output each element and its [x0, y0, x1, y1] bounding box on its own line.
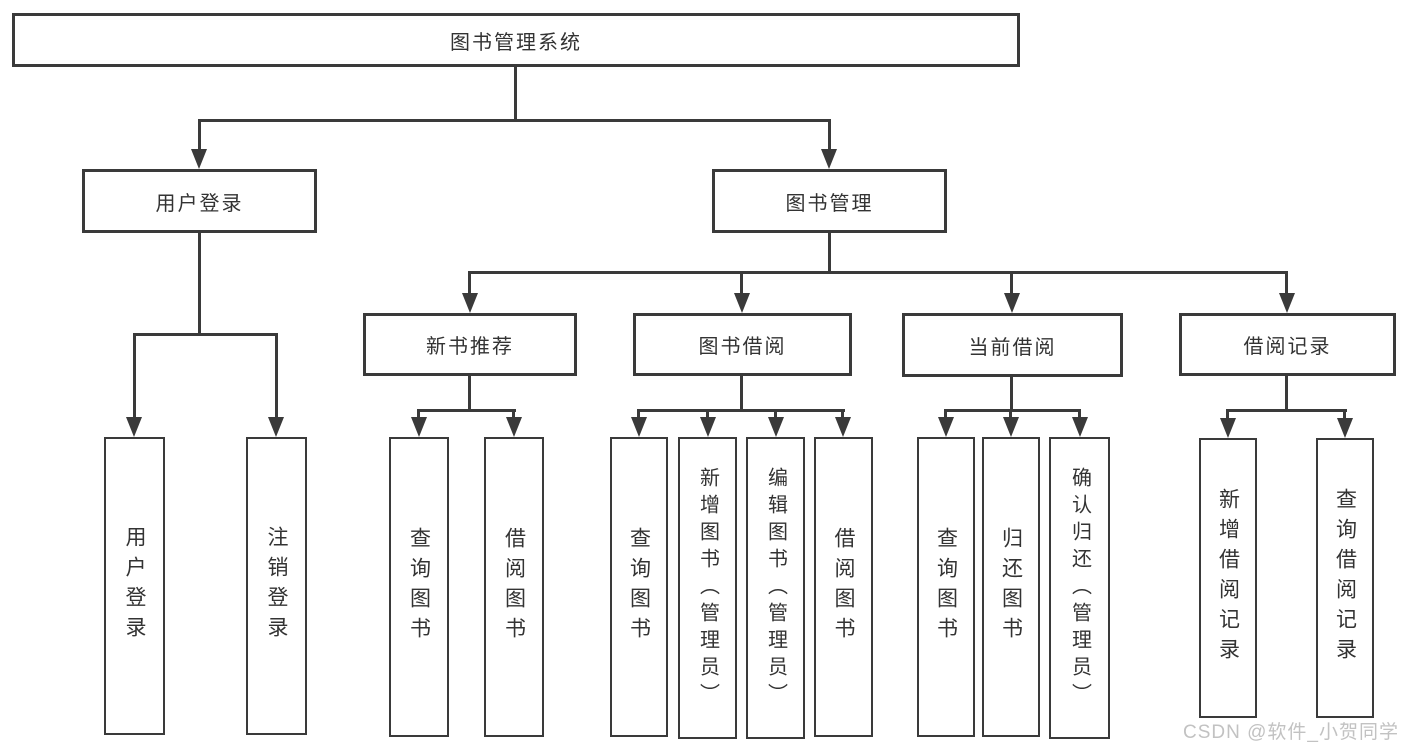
- leaf-query-borrow-record: 查询借阅记录: [1316, 438, 1374, 718]
- connector-stem-book-management: [828, 119, 831, 150]
- arrow-down-icon: [821, 149, 837, 169]
- node-book-borrowing: 图书借阅: [633, 313, 852, 376]
- leaf-confirm-return-admin: 确认归还（管理员）: [1049, 437, 1110, 739]
- arrow-down-icon: [734, 293, 750, 313]
- leaf-return-books: 归还图书: [982, 437, 1040, 737]
- connector-stem-leaf: [1078, 409, 1081, 418]
- arrow-down-icon: [126, 417, 142, 437]
- connector-book-management-stem: [828, 233, 831, 272]
- leaf-query-books: 查询图书: [917, 437, 975, 737]
- connector-borrow-records-branch: [1226, 409, 1347, 412]
- node-current-borrowing: 当前借阅: [902, 313, 1123, 377]
- arrow-down-icon: [768, 417, 784, 437]
- arrow-down-icon: [938, 417, 954, 437]
- node-new-book-recommend: 新书推荐: [363, 313, 577, 376]
- node-borrowing-records: 借阅记录: [1179, 313, 1396, 376]
- arrow-down-icon: [268, 417, 284, 437]
- leaf-query-books: 查询图书: [389, 437, 449, 737]
- connector-stem-book-borrow: [740, 271, 743, 294]
- connector-new-book-branch: [417, 409, 516, 412]
- arrow-down-icon: [700, 417, 716, 437]
- connector-user-login-branch: [133, 333, 278, 336]
- leaf-edit-books-admin: 编辑图书（管理员）: [746, 437, 805, 739]
- connector-stem-user-login: [198, 119, 201, 150]
- connector-stem-borrow-records: [1285, 271, 1288, 294]
- connector-book-borrow-stem: [740, 376, 743, 410]
- arrow-down-icon: [191, 149, 207, 169]
- arrow-down-icon: [462, 293, 478, 313]
- arrow-down-icon: [506, 417, 522, 437]
- connector-stem-leaf: [841, 409, 844, 418]
- connector-new-book-stem: [468, 376, 471, 410]
- connector-stem-leaf: [706, 409, 709, 418]
- leaf-add-books-admin: 新增图书（管理员）: [678, 437, 737, 739]
- connector-current-borrow-branch: [944, 409, 1081, 412]
- leaf-borrow-books: 借阅图书: [814, 437, 873, 737]
- connector-stem-leaf: [637, 409, 640, 418]
- connector-stem-leaf: [774, 409, 777, 418]
- leaf-query-books: 查询图书: [610, 437, 668, 737]
- arrow-down-icon: [411, 417, 427, 437]
- arrow-down-icon: [1004, 293, 1020, 313]
- connector-stem-logout-leaf: [275, 333, 278, 418]
- arrow-down-icon: [1072, 417, 1088, 437]
- arrow-down-icon: [1220, 418, 1236, 438]
- connector-stem-leaf: [417, 409, 420, 418]
- connector-root-stem: [514, 67, 517, 120]
- arrow-down-icon: [631, 417, 647, 437]
- connector-stem-leaf: [1009, 409, 1012, 418]
- arrow-down-icon: [1279, 293, 1295, 313]
- connector-stem-login-leaf: [133, 333, 136, 418]
- connector-stem-leaf: [1343, 409, 1346, 419]
- connector-stem-leaf: [1226, 409, 1229, 419]
- connector-borrow-records-stem: [1285, 376, 1288, 410]
- connector-book-management-branch: [468, 271, 1288, 274]
- csdn-watermark: CSDN @软件_小贺同学: [1183, 722, 1399, 743]
- arrow-down-icon: [835, 417, 851, 437]
- connector-stem-new-book: [468, 271, 471, 294]
- connector-root-branch: [198, 119, 830, 122]
- arrow-down-icon: [1003, 417, 1019, 437]
- arrow-down-icon: [1337, 418, 1353, 438]
- node-book-management: 图书管理: [712, 169, 947, 233]
- connector-book-borrow-branch: [637, 409, 845, 412]
- leaf-logout: 注销登录: [246, 437, 307, 735]
- connector-user-login-stem: [198, 233, 201, 334]
- node-user-login: 用户登录: [82, 169, 317, 233]
- connector-stem-leaf: [512, 409, 515, 418]
- connector-stem-leaf: [944, 409, 947, 418]
- leaf-borrow-books: 借阅图书: [484, 437, 544, 737]
- node-library-management-system: 图书管理系统: [12, 13, 1020, 67]
- leaf-add-borrow-record: 新增借阅记录: [1199, 438, 1257, 718]
- connector-stem-current-borrow: [1010, 271, 1013, 294]
- leaf-user-login: 用户登录: [104, 437, 165, 735]
- connector-current-borrow-stem: [1010, 377, 1013, 410]
